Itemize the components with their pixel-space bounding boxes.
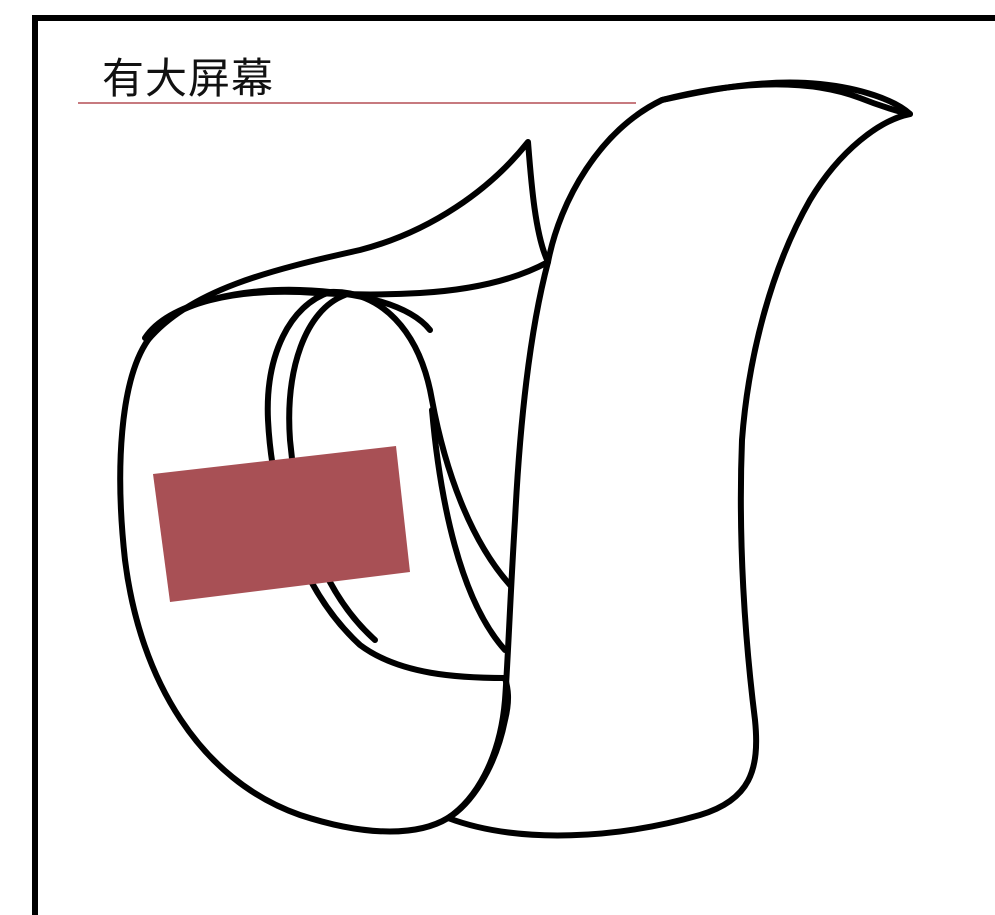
screen-window-right-edge-inner — [429, 407, 508, 653]
drawing-frame — [32, 15, 995, 915]
device-body-top-edge — [142, 286, 433, 341]
caption-underline — [78, 102, 636, 104]
screen-panel — [153, 446, 410, 602]
screen-window-inner — [286, 292, 378, 643]
caption-label: 有大屏幕 — [102, 54, 275, 103]
screen-window-right-edge — [327, 288, 513, 588]
device-wing-spine — [445, 259, 551, 821]
device-front-shell — [145, 139, 551, 343]
device-wing-tip — [659, 79, 913, 117]
